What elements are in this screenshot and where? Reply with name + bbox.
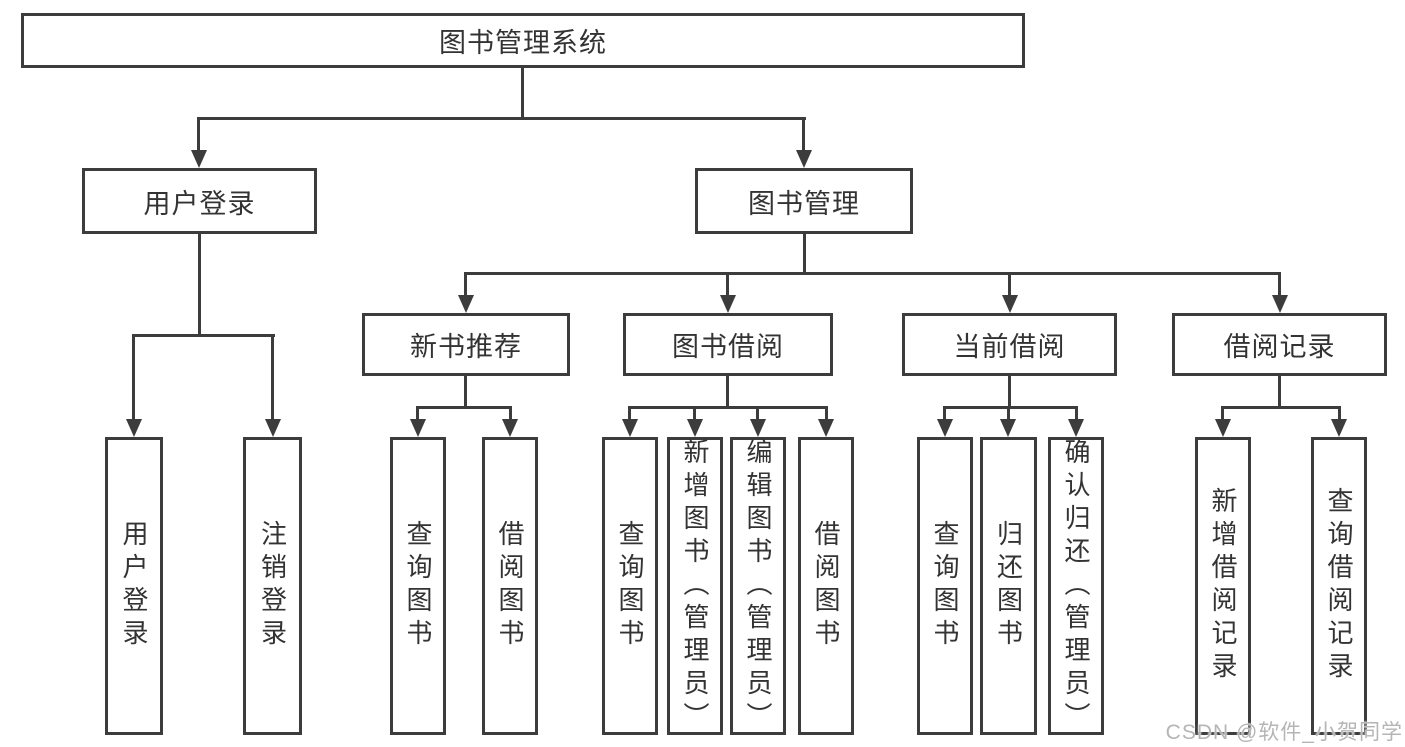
connector-line [197,117,200,152]
connector-line [1008,272,1011,297]
connector-line [197,117,806,120]
connector-line [1278,272,1281,297]
connector-line [465,272,1281,275]
connector-line [726,272,729,297]
node-label: 新增图书（管理员） [680,437,710,735]
arrowhead-down-icon [1000,419,1016,437]
node-label: 用户登录 [119,520,149,652]
arrowhead-down-icon [687,419,703,437]
node-label: 查询图书 [403,520,433,652]
connector-line [1075,406,1078,420]
arrowhead-down-icon [1272,295,1288,313]
leaf-user-login: 用户登录 [105,437,163,735]
leaf-add-borrow-record: 新增借阅记录 [1195,437,1251,735]
connector-line [943,406,1078,409]
node-root: 图书管理系统 [21,13,1025,68]
leaf-confirm-return-admin: 确认归还（管理员） [1048,437,1104,735]
leaf-query-books-current: 查询图书 [917,437,973,735]
node-label: 用户登录 [143,188,256,219]
node-label: 查询借阅记录 [1324,487,1354,685]
connector-line [271,334,274,420]
arrowhead-down-icon [818,419,834,437]
connector-line [1221,406,1224,420]
node-label: 图书借阅 [672,332,784,362]
leaf-borrow-books: 借阅图书 [798,437,854,735]
arrowhead-down-icon [622,419,638,437]
connector-line [1278,376,1281,409]
arrowhead-down-icon [1331,419,1347,437]
connector-line [803,234,806,275]
connector-line [628,406,828,409]
arrowhead-down-icon [126,419,142,437]
node-book-management: 图书管理 [695,168,913,234]
leaf-add-books-admin: 新增图书（管理员） [667,437,723,735]
connector-line [198,234,201,337]
node-label: 查询图书 [930,520,960,652]
node-label: 确认归还（管理员） [1061,437,1091,735]
connector-line [416,406,512,409]
connector-line [756,406,759,420]
connector-line [693,406,696,420]
node-borrow-records: 借阅记录 [1172,313,1387,376]
connector-line [1007,406,1010,420]
arrowhead-down-icon [191,150,207,168]
leaf-query-books-borrow: 查询图书 [602,437,658,735]
arrowhead-down-icon [265,419,281,437]
connector-line [1008,376,1011,409]
node-book-borrow: 图书借阅 [623,313,833,376]
node-label: 借阅图书 [811,520,841,652]
leaf-borrow-books-recommend: 借阅图书 [482,437,538,735]
arrowhead-down-icon [1215,419,1231,437]
node-label: 新增借阅记录 [1208,487,1238,685]
connector-line [802,117,805,152]
leaf-logout: 注销登录 [243,437,302,735]
node-current-borrow: 当前借阅 [902,313,1117,376]
connector-line [464,376,467,409]
leaf-query-books-recommend: 查询图书 [390,437,446,735]
csdn-watermark: CSDN @软件_小贺同学 [1165,721,1403,744]
connector-line [726,376,729,409]
connector-line [943,406,946,420]
connector-line [464,272,467,297]
leaf-edit-books-admin: 编辑图书（管理员） [730,437,786,735]
arrowhead-down-icon [796,150,812,168]
arrowhead-down-icon [458,295,474,313]
arrowhead-down-icon [720,295,736,313]
connector-line [133,334,275,337]
node-label: 归还图书 [993,520,1024,652]
connector-line [825,406,828,420]
node-label: 图书管理 [748,188,860,219]
arrowhead-down-icon [750,419,766,437]
arrowhead-down-icon [1068,419,1084,437]
node-label: 当前借阅 [953,332,1066,362]
node-label: 注销登录 [257,520,288,652]
connector-line [416,406,419,420]
connector-line [521,68,524,118]
connector-line [132,334,135,420]
arrowhead-down-icon [1002,295,1018,313]
connector-line [509,406,512,420]
leaf-query-borrow-record: 查询借阅记录 [1311,437,1367,735]
connector-line [628,406,631,420]
node-label: 编辑图书（管理员） [743,437,773,735]
connector-line [1338,406,1341,420]
connector-line [1221,406,1341,409]
node-label: 图书管理系统 [439,28,607,58]
node-label: 新书推荐 [410,332,522,362]
arrowhead-down-icon [502,419,518,437]
node-label: 查询图书 [615,520,645,652]
node-user-login: 用户登录 [82,168,317,234]
arrowhead-down-icon [937,419,953,437]
arrowhead-down-icon [410,419,426,437]
node-label: 借阅图书 [495,520,525,652]
leaf-return-books: 归还图书 [980,437,1037,735]
node-label: 借阅记录 [1223,332,1336,362]
node-new-book-recommend: 新书推荐 [362,313,570,376]
